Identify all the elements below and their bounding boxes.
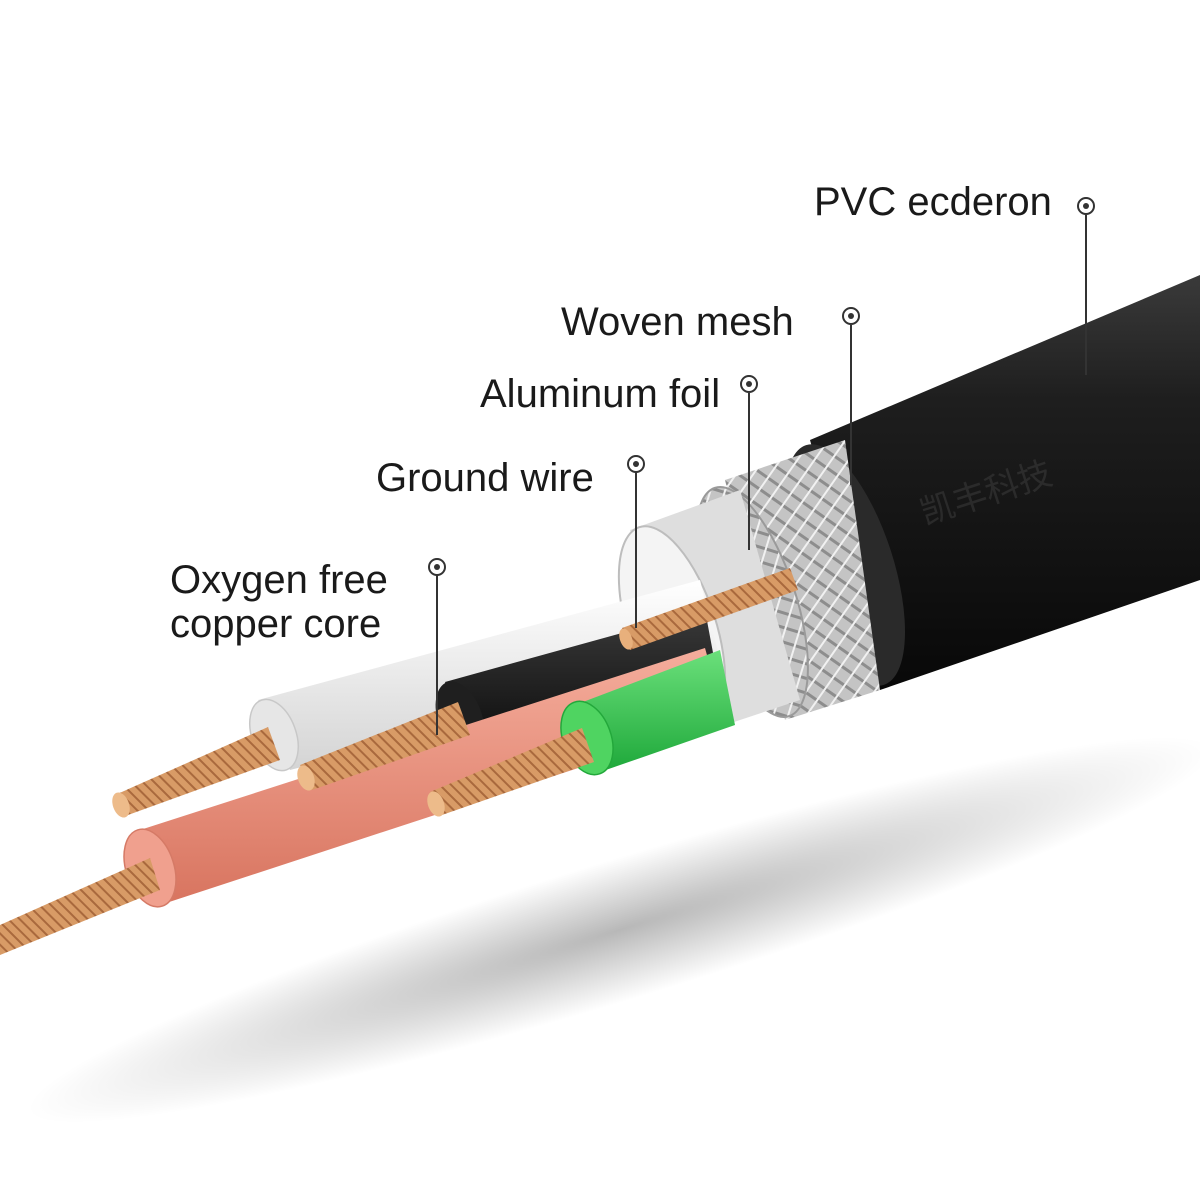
leader-lines [436,215,1087,735]
label-copper-line-2: copper core [170,602,382,646]
label-copper-line-1: Oxygen free [170,558,388,602]
label-aluminum-foil: Aluminum foil [480,372,721,416]
label-ground-wire: Ground wire [376,456,594,500]
label-pvc-ecderon: PVC ecderon [814,180,1052,224]
ground-wire [619,568,798,650]
copper-conductor-green [427,728,594,817]
copper-conductor-black [297,702,470,791]
label-woven-mesh: Woven mesh [561,300,794,344]
leader-marker-dots [434,203,1089,570]
copper-conductor-white [112,727,280,818]
copper-conductor-red [0,858,160,955]
cable-shadow [26,736,1200,1124]
label-oxygen-free-copper-core: Oxygen free copper core [170,558,388,646]
